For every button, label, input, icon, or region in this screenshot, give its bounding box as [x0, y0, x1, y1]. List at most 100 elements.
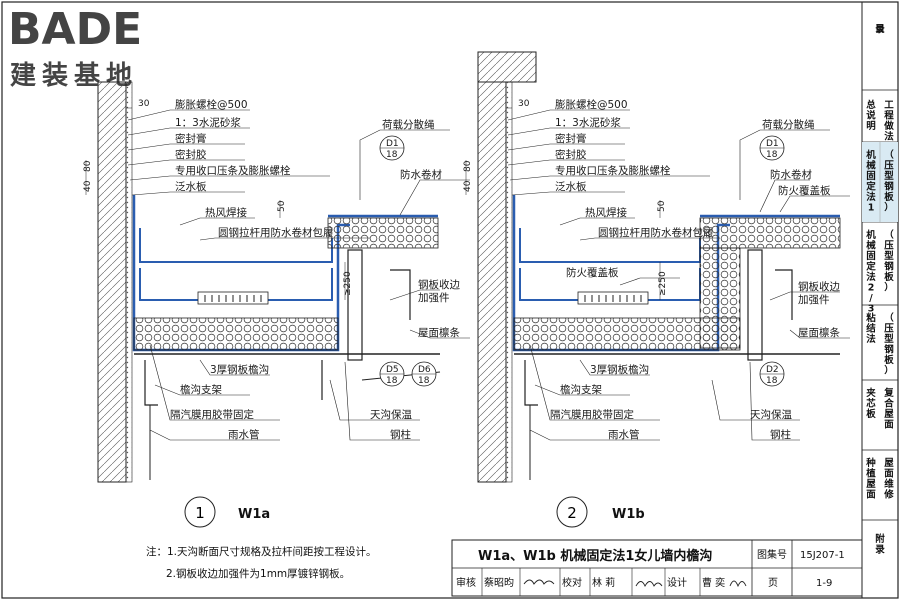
label-sealant1: 密封膏	[175, 132, 207, 145]
note-2: 2.钢板收边加强件为1mm厚镀锌钢板。	[166, 567, 350, 580]
label-purlin: 屋面檩条	[798, 326, 840, 339]
logo-brand: BADE	[8, 4, 142, 55]
design-label: 设计	[667, 576, 687, 589]
dim-250: ≥250	[658, 271, 668, 296]
logo: BADE 建装基地	[8, 4, 142, 91]
callout-d2: D2 18	[759, 361, 785, 387]
designer-name: 曹 奕	[702, 576, 725, 589]
checker-signature	[635, 581, 663, 588]
atlas-number: 15J207-1	[800, 550, 845, 561]
svg-text:D1: D1	[766, 139, 779, 149]
sidebar-item-6[interactable]: 夹芯板	[865, 387, 876, 420]
sidebar-item-9[interactable]: 屋面维修	[883, 458, 894, 501]
label-column: 钢柱	[770, 428, 791, 441]
sidebar-item-5[interactable]: 粘结法（压型钢板）	[865, 312, 894, 377]
label-cover: 圆钢拉杆用防水卷材包履	[218, 226, 334, 239]
label-sealant2: 密封胶	[555, 148, 587, 161]
note-1: 注：1.天沟断面尺寸规格及拉杆间距按工程设计。	[146, 545, 377, 558]
svg-text:18: 18	[386, 150, 398, 160]
detail-code-w1a: W1a	[238, 507, 270, 522]
label-fireboard-2: 防火覆盖板	[566, 266, 619, 279]
sidebar-item-8[interactable]: 种植屋面	[865, 457, 876, 501]
gutter-insulation	[513, 317, 741, 351]
label-purlin: 屋面檩条	[418, 326, 460, 339]
check-label: 校对	[562, 576, 582, 589]
detail-number-1	[184, 496, 216, 528]
atlas-label: 图集号	[757, 548, 787, 561]
label-bolt: 膨胀螺栓@500	[555, 98, 628, 111]
svg-text:1: 1	[195, 504, 205, 522]
svg-text:D2: D2	[766, 365, 779, 375]
roof-insulation	[327, 217, 439, 249]
label-clip: 专用收口压条及膨胀螺栓	[175, 164, 291, 177]
callout-d5: D5 18	[379, 361, 405, 387]
svg-text:D1: D1	[386, 139, 399, 149]
label-gutter: 3厚钢板檐沟	[210, 363, 269, 376]
sidebar-item-0[interactable]: 目录	[875, 24, 885, 35]
purlin	[775, 269, 793, 320]
label-gutter: 3厚钢板檐沟	[590, 363, 649, 376]
brick-wall	[477, 81, 507, 483]
dim-30: 30	[138, 99, 150, 109]
page-number: 1-9	[816, 578, 832, 589]
dim-50: 50	[277, 200, 287, 212]
label-bracket: 檐沟支架	[560, 383, 602, 396]
review-label: 审核	[456, 576, 476, 589]
svg-text:2: 2	[567, 504, 577, 522]
dim-40: 40	[83, 180, 93, 192]
label-bracket: 檐沟支架	[180, 383, 222, 396]
svg-text:18: 18	[386, 376, 398, 386]
svg-text:18: 18	[766, 150, 778, 160]
dim-80: 80	[83, 160, 93, 172]
label-sealant2: 密封胶	[175, 148, 207, 161]
purlin	[390, 269, 411, 320]
callout-d6: D6 18	[411, 361, 437, 387]
dim-50: 50	[657, 200, 667, 212]
callout-d1: D1 18	[759, 135, 785, 161]
label-edge: 钢板收边加强件	[418, 278, 460, 304]
title-block: W1a、W1b 机械固定法1女儿墙内檐沟 图集号 15J207-1 审核 蔡昭昀…	[451, 539, 863, 597]
svg-text:D5: D5	[386, 365, 399, 375]
page-label: 页	[768, 577, 778, 589]
steel-column	[347, 249, 363, 361]
svg-text:18: 18	[766, 376, 778, 386]
steel-column	[747, 249, 763, 361]
label-sealant1: 密封膏	[555, 132, 587, 145]
reviewer-name: 蔡昭昀	[484, 576, 514, 589]
dim-30: 30	[518, 99, 530, 109]
sidebar-item-7[interactable]: 复合屋面	[883, 387, 894, 431]
drawing-title: W1a、W1b 机械固定法1女儿墙内檐沟	[478, 548, 712, 564]
designer-signature	[729, 580, 747, 588]
label-flashing: 泛水板	[555, 180, 587, 193]
label-insul: 天沟保温	[750, 408, 792, 421]
label-mortar: 1：3水泥砂浆	[175, 116, 241, 129]
dim-80: 80	[463, 160, 473, 172]
svg-text:18: 18	[418, 376, 430, 386]
label-membrane: 防水卷材	[770, 168, 812, 181]
label-load: 荷载分散绳	[382, 118, 435, 131]
label-pipe: 雨水管	[608, 428, 640, 441]
checker-name: 林 莉	[592, 576, 615, 589]
label-fireboard: 防火覆盖板	[778, 184, 831, 197]
gutter-insulation	[133, 317, 339, 351]
sidebar-item-10[interactable]: 附录	[875, 533, 885, 556]
label-edge: 钢板收边加强件	[798, 280, 840, 306]
svg-text:D6: D6	[418, 365, 431, 375]
sidebar-item-1[interactable]: 总说明	[866, 99, 876, 132]
roof-insulation	[699, 217, 841, 249]
brick-wall	[97, 81, 127, 483]
label-weld: 热风焊接	[205, 206, 247, 219]
label-bolt: 膨胀螺栓@500	[175, 98, 248, 111]
reviewer-signature	[523, 579, 555, 585]
label-column: 钢柱	[390, 428, 411, 441]
label-flashing: 泛水板	[175, 180, 207, 193]
label-insul: 天沟保温	[370, 408, 412, 421]
label-membrane: 防水卷材	[400, 168, 442, 181]
label-weld: 热风焊接	[585, 206, 627, 219]
sidebar-item-2[interactable]: 工程做法	[883, 100, 894, 143]
